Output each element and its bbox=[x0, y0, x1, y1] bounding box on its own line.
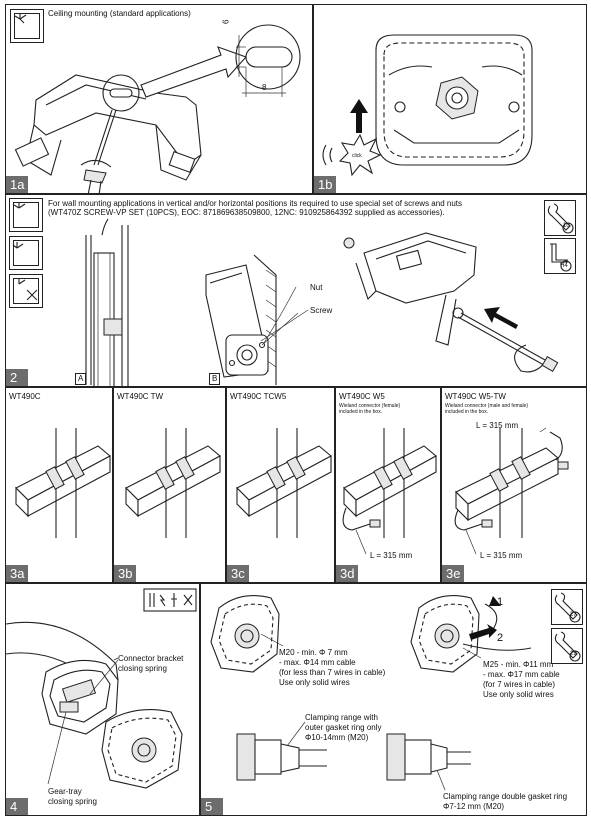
cable-length-bottom-3e: L = 315 mm bbox=[480, 551, 523, 560]
step-tag-3d: 3d bbox=[336, 565, 359, 582]
panel-3e: WT490C W5-TW Wieland connector (male and… bbox=[441, 387, 587, 583]
step-tag-2: 2 bbox=[6, 369, 28, 386]
variant-title-3a: WT490C bbox=[9, 392, 41, 401]
panel-1a-title: Ceiling mounting (standard applications) bbox=[48, 9, 191, 18]
cable-gland-drawings bbox=[210, 595, 532, 791]
clamp1-line-3: Φ10-14mm (M20) bbox=[305, 733, 369, 742]
wrench-29-size-label: 29 bbox=[570, 651, 577, 657]
connector-bracket-label: Connector bracket closing spring bbox=[118, 654, 184, 673]
m20-line-2: - max. Φ14 mm cable bbox=[279, 658, 356, 667]
dim-vertical-label: 6 bbox=[221, 19, 231, 24]
m25-line-1: M25 - min. Φ11 mm bbox=[483, 660, 554, 669]
step-number-1: 1 bbox=[497, 596, 504, 608]
dim-horizontal-label: 8 bbox=[262, 83, 267, 92]
luminaire-drawing-3e bbox=[454, 427, 569, 555]
click-label: click bbox=[352, 153, 362, 159]
nut-label: Nut bbox=[310, 283, 323, 292]
step-tag-1b: 1b bbox=[314, 176, 337, 193]
variant-title-3e: WT490C W5-TW bbox=[445, 392, 506, 401]
step-tag-4: 4 bbox=[6, 798, 28, 815]
variant-title-3d: WT490C W5 bbox=[339, 392, 385, 401]
luminaire-drawing-3b bbox=[125, 428, 221, 538]
panel-1a: Ceiling mounting (standard applications)… bbox=[5, 4, 313, 194]
luminaire-drawing-3d bbox=[342, 428, 437, 555]
luminaire-drawing-3a bbox=[15, 428, 111, 538]
panel-5: M20 - min. Φ 7 mm - max. Φ14 mm cable (f… bbox=[200, 583, 587, 816]
step-tag-3a: 3a bbox=[6, 565, 29, 582]
panel-2-text-line2: (WT470Z SCREW-VP SET (10PCS), EOC: 87186… bbox=[48, 208, 445, 217]
panel-2: For wall mounting applications in vertic… bbox=[5, 194, 587, 387]
panel-3c: WT490C TCW5 3c bbox=[226, 387, 335, 583]
variant-title-3c: WT490C TCW5 bbox=[230, 392, 287, 401]
ceiling-mount-icon bbox=[10, 9, 44, 43]
gear-tray-label: Gear-tray closing spring bbox=[48, 787, 97, 806]
endcap-drawing bbox=[322, 34, 533, 177]
step-tag-5: 5 bbox=[201, 798, 223, 815]
m20-line-4: Use only solid wires bbox=[279, 678, 350, 687]
wrench-29-tool bbox=[551, 628, 583, 664]
clamp2-line-1: Clamping range double gasket ring bbox=[443, 792, 568, 801]
cable-length-3d: L = 315 mm bbox=[370, 551, 413, 560]
wrench-10-tool bbox=[544, 200, 576, 236]
panel-2-text-line1: For wall mounting applications in vertic… bbox=[48, 199, 462, 208]
variant-note-3e: Wieland connector (male and female) incl… bbox=[445, 403, 529, 415]
step-number-2: 2 bbox=[497, 632, 504, 644]
panel-3b: WT490C TW 3b bbox=[113, 387, 226, 583]
step-tag-3b: 3b bbox=[114, 565, 137, 582]
wrench-27-size-label: 27 bbox=[570, 612, 577, 618]
variant-title-3b: WT490C TW bbox=[117, 392, 164, 401]
clamp1-line-2: outer gasket ring only bbox=[305, 723, 382, 732]
m20-line-3: (for less than 7 wires in cable) bbox=[279, 668, 386, 677]
m25-line-3: (for 7 wires in cable) bbox=[483, 680, 556, 689]
wrench-icon bbox=[547, 203, 574, 234]
step-tag-3e: 3e bbox=[442, 565, 465, 582]
m20-line-1: M20 - min. Φ 7 mm bbox=[279, 648, 348, 657]
clamp2-line-2: Φ7-12 mm (M20) bbox=[443, 802, 505, 811]
clamp1-line-1: Clamping range with bbox=[305, 713, 378, 722]
step-tag-3c: 3c bbox=[227, 565, 249, 582]
cable-length-top-3e: L = 315 mm bbox=[476, 421, 519, 430]
wrench-27-tool bbox=[551, 589, 583, 625]
wall-mount-drawing bbox=[85, 218, 559, 386]
panel-3d: WT490C W5 Wieland connector (female) inc… bbox=[335, 387, 441, 583]
wrench-icon bbox=[554, 631, 581, 662]
m25-line-2: - max. Φ17 mm cable bbox=[483, 670, 560, 679]
wall-mount-symbols bbox=[12, 202, 38, 301]
wrench-size-label: 10 bbox=[563, 223, 570, 229]
step-tag-1a: 1a bbox=[6, 176, 29, 193]
wall-mount-icon-2 bbox=[9, 236, 43, 270]
wall-mount-icon-3 bbox=[9, 274, 43, 308]
screw-label: Screw bbox=[310, 306, 333, 315]
bracket-drawing bbox=[14, 24, 301, 193]
wrench-icon bbox=[554, 592, 581, 623]
m25-line-4: Use only solid wires bbox=[483, 690, 554, 699]
panel-4: Connector bracket closing spring Gear-tr… bbox=[5, 583, 200, 816]
wall-mount-icon-1 bbox=[9, 198, 43, 232]
hex-key-icon bbox=[550, 243, 572, 272]
hex-key-size-label: H4 bbox=[560, 263, 568, 269]
luminaire-drawing-3c bbox=[236, 428, 332, 538]
ceiling-mount-symbol bbox=[14, 13, 27, 24]
luminaire-open-drawing bbox=[6, 621, 183, 789]
drawing-b-label: B bbox=[209, 373, 221, 385]
panel-3a: WT490C 3a bbox=[5, 387, 113, 583]
drawing-a-label: A bbox=[75, 373, 87, 385]
panel-1b: click 1b bbox=[313, 4, 587, 194]
variant-note-3d: Wieland connector (female) included in t… bbox=[339, 403, 401, 415]
electrical-warning-icons bbox=[143, 588, 197, 612]
